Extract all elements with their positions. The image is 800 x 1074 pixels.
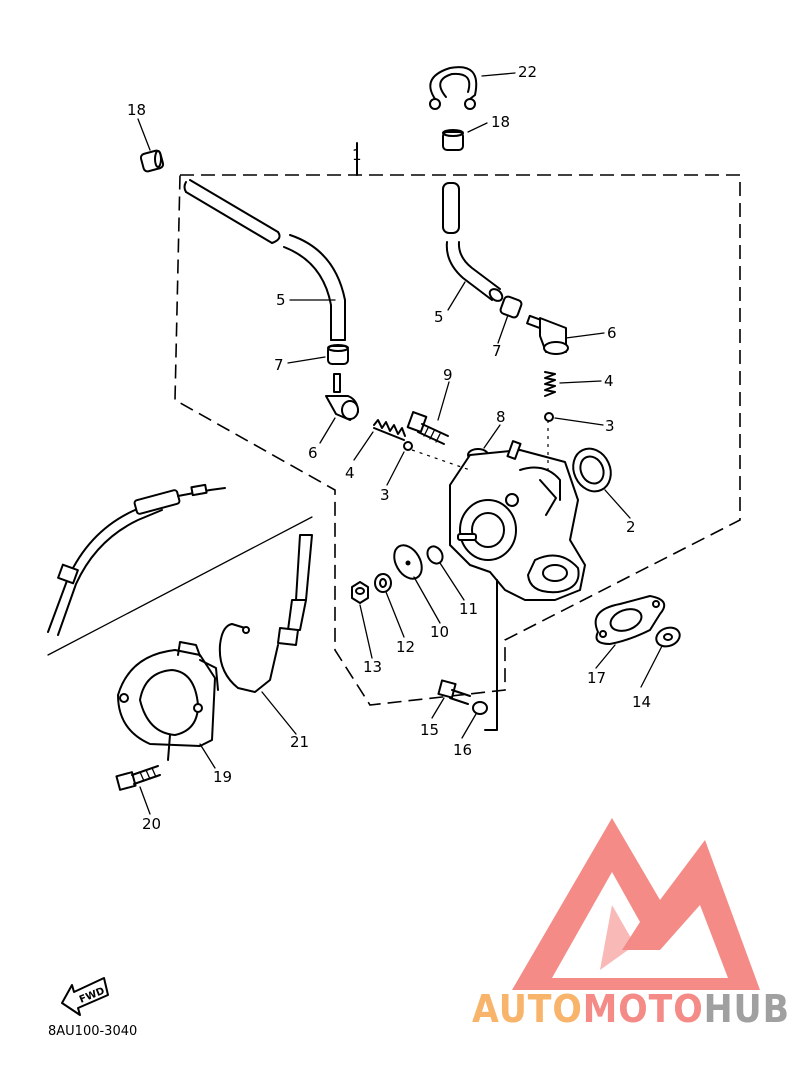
washer-11 — [426, 545, 444, 565]
watermark-word-hub: HUB — [704, 987, 790, 1031]
callout-label: 6 — [308, 444, 318, 462]
callout-label: 1 — [352, 146, 362, 164]
washer-12 — [374, 573, 392, 593]
callout-label: 13 — [363, 658, 382, 676]
hose-right-curved — [445, 241, 504, 302]
callout-label: 10 — [430, 623, 449, 641]
hose-left-upper — [183, 179, 281, 244]
callout-label: 4 — [604, 372, 614, 390]
automotohub-watermark: AUTOMOTOHUB — [472, 818, 790, 1031]
lower-section-boundary — [47, 516, 313, 656]
oil-seal-2 — [572, 447, 612, 493]
elbow-fitting-6-left — [325, 373, 359, 421]
cover-19 — [117, 641, 219, 761]
callout-label: 17 — [587, 669, 606, 687]
cable-21 — [218, 534, 313, 693]
clip-18-left — [139, 149, 165, 173]
clip-18-top — [442, 129, 464, 151]
watermark-brand: AUTOMOTOHUB — [472, 987, 790, 1031]
callout-label: 21 — [290, 733, 309, 751]
callout-label: 18 — [127, 101, 146, 119]
callout-label: 15 — [420, 721, 439, 739]
plate-10 — [393, 544, 423, 580]
gasket-17 — [594, 595, 666, 645]
callout-label: 16 — [453, 741, 472, 759]
elbow-fitting-6-right — [526, 314, 569, 355]
callout-label: 22 — [518, 63, 537, 81]
callout-label: 3 — [605, 417, 615, 435]
callout-label: 9 — [443, 366, 453, 384]
callout-label: 4 — [345, 464, 355, 482]
callout-label: 5 — [434, 308, 444, 326]
callout-labels: 18 22 18 5 5 7 7 6 4 3 6 4 9 8 3 2 10 11… — [127, 63, 651, 833]
callout-label: 3 — [380, 486, 390, 504]
callout-label: 6 — [607, 324, 617, 342]
callout-label: 2 — [626, 518, 636, 536]
hose-right-upper — [442, 182, 460, 234]
leader-lines — [137, 72, 663, 815]
ball-3-left — [403, 441, 413, 451]
bolt-15 — [437, 679, 471, 705]
bolt-9 — [406, 411, 449, 445]
oil-pump-body — [449, 440, 586, 601]
assembly-boundary — [174, 174, 741, 706]
callout-label: 14 — [632, 693, 651, 711]
callout-label: 12 — [396, 638, 415, 656]
watermark-word-moto: MOTO — [583, 987, 704, 1031]
hose-left-curved — [283, 234, 346, 341]
washer-14 — [655, 626, 681, 648]
watermark-word-auto: AUTO — [472, 987, 583, 1031]
spring-4-left — [373, 419, 406, 441]
clamp-7-left — [327, 344, 349, 365]
ball-3-right — [544, 412, 554, 422]
spring-clip-22 — [429, 66, 478, 110]
clamp-7-right — [499, 295, 523, 319]
callout-label: 8 — [496, 408, 506, 426]
callout-label: 11 — [459, 600, 478, 618]
oil-pump-cable — [47, 483, 226, 636]
bolt-20 — [115, 765, 161, 791]
callout-label: 20 — [142, 815, 161, 833]
callout-label: 7 — [492, 342, 502, 360]
callout-label: 7 — [274, 356, 284, 374]
spring-4-right — [544, 371, 556, 397]
callout-label: 19 — [213, 768, 232, 786]
forward-arrow-icon: FWD — [61, 977, 109, 1016]
catalog-code: 8AU100-3040 — [48, 1024, 137, 1039]
callout-label: 18 — [491, 113, 510, 131]
nut-13 — [351, 581, 369, 604]
washer-16 — [472, 701, 488, 715]
callout-label: 5 — [276, 291, 286, 309]
